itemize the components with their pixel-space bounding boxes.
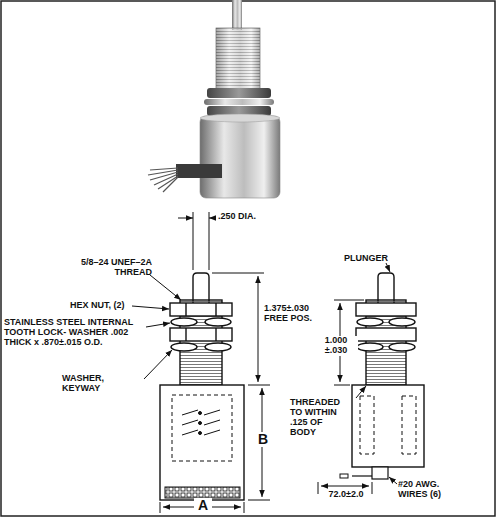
- dimension-label: PLUNGER: [344, 254, 400, 264]
- dimension-label: THREADED TO WITHIN .125 OF BODY: [290, 398, 350, 438]
- side-view: [340, 273, 424, 479]
- dimension-lines: [318, 263, 397, 494]
- dimension-label: .250 DIA.: [218, 212, 278, 222]
- dimension-label: WASHER, KEYWAY: [62, 374, 144, 394]
- dimension-label: 72.0±2.0: [318, 490, 374, 500]
- dimension-label: STAINLESS STEEL INTERNAL TOOTH LOCK- WAS…: [4, 318, 146, 348]
- dimension-label: 1.000 ±.030: [314, 336, 358, 356]
- dimension-letter: B: [255, 432, 271, 447]
- switch-photo: [148, 0, 280, 198]
- dimension-label: 1.375±.030 FREE POS.: [264, 304, 326, 324]
- dimension-letter: A: [194, 498, 212, 513]
- dimension-label: HEX NUT, (2): [70, 301, 132, 311]
- dimension-label: #20 AWG. WIRES (6): [398, 480, 460, 500]
- dimension-label: 5/8–24 UNEF–2A THREAD: [42, 258, 152, 278]
- front-view: [160, 273, 244, 500]
- dimension-lines: [132, 212, 270, 513]
